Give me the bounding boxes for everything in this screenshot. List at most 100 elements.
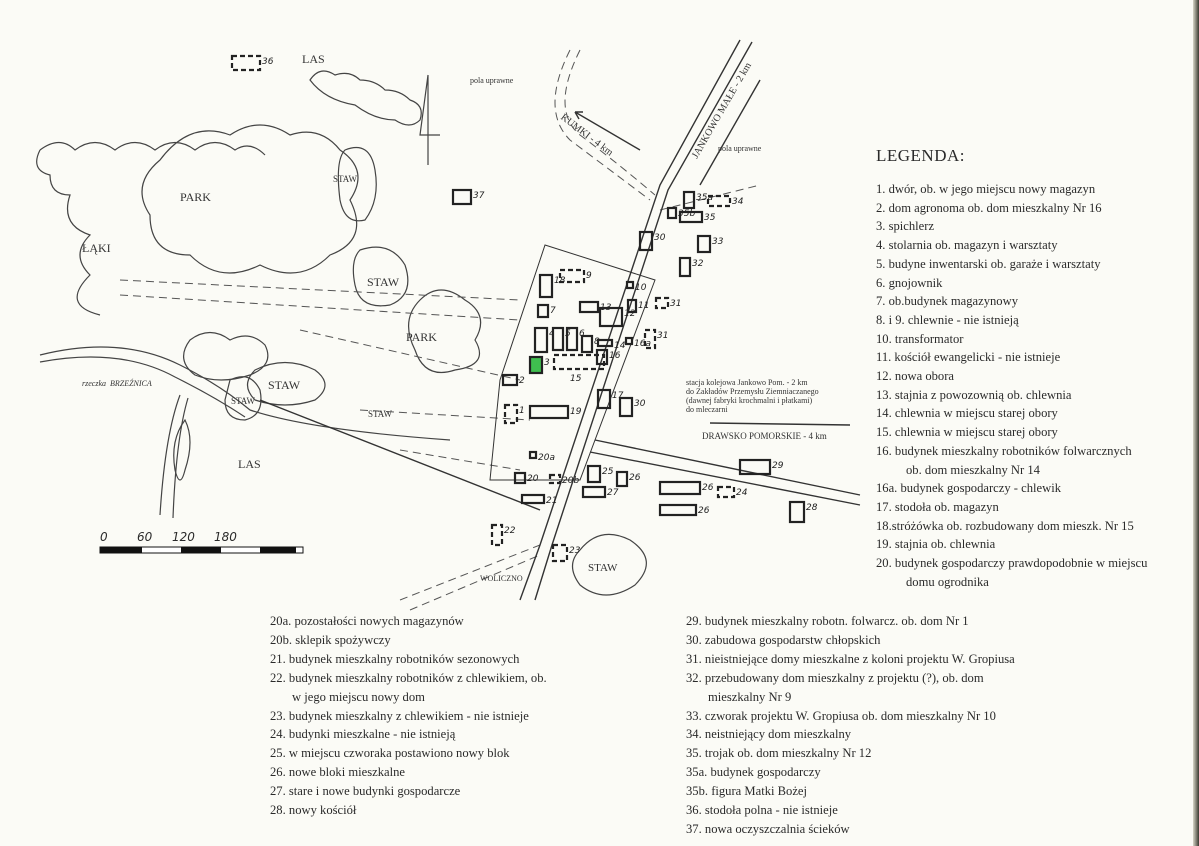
legend-item: 21. budynek mieszkalny robotników sezono… — [270, 650, 547, 669]
legend-item-text: 12. nowa obora — [876, 369, 954, 384]
legend-item: 11. kościół ewangelicki - nie istnieje — [876, 348, 1147, 367]
forest-strip-north — [309, 70, 422, 126]
station-note-line: do mleczarni — [686, 405, 728, 414]
building-12 — [598, 306, 624, 328]
building-30 — [638, 230, 654, 252]
legend-item-text: 13. stajnia z powozownią ob. chlewnia — [876, 387, 1072, 402]
legend-item: 30. zabudowa gospodarstw chłopskich — [686, 631, 1015, 650]
legend-item: 8. i 9. chlewnie - nie istnieją — [876, 311, 1147, 330]
legend-item-text: 33. czworak projektu W. Gropiusa ob. dom… — [686, 708, 996, 723]
legend-item-text: 19. stajnia ob. chlewnia — [876, 537, 996, 552]
legend-item-text: 16a. budynek gospodarczy - chlewik — [876, 481, 1062, 496]
legend-item: 34. neistniejący dom mieszkalny — [686, 725, 1015, 744]
legend-item-text: 23. budynek mieszkalny z chlewikiem - ni… — [270, 708, 529, 723]
building-28 — [788, 500, 806, 524]
building-label: 31 — [657, 331, 668, 341]
building-label: 10 — [635, 283, 647, 293]
legend-item: 10. transformator — [876, 330, 1147, 349]
building-37 — [451, 188, 473, 206]
legend-item: 35a. budynek gospodarczy — [686, 763, 1015, 782]
legend-item: 32. przebudowany dom mieszkalny z projek… — [686, 669, 1015, 707]
legend-item: 27. stare i nowe budynki gospodarcze — [270, 782, 547, 801]
legend-item-text: 20. budynek gospodarczy prawdopodobnie w… — [876, 556, 1148, 571]
label-staw-3: STAW — [268, 378, 301, 392]
building-label: 25 — [602, 467, 614, 477]
legend-item-text: 22. budynek mieszkalny robotników z chle… — [270, 670, 547, 685]
legend-item-text: 17. stodoła ob. magazyn — [876, 499, 999, 514]
legend-item: 4. stolarnia ob. magazyn i warsztaty — [876, 236, 1147, 255]
label-river: rzeczka BRZEŹNICA — [82, 379, 152, 388]
legend-item-text: 2. dom agronoma ob. dom mieszkalny Nr 16 — [876, 200, 1102, 215]
building-label: 1 — [519, 406, 525, 416]
legend-item-text: 35a. budynek gospodarczy — [686, 765, 821, 780]
building-7 — [536, 303, 550, 319]
building-label: 15 — [570, 374, 582, 384]
scale-segment — [260, 547, 296, 553]
legend-item: 18.stróżówka ob. rozbudowany dom mieszk.… — [876, 517, 1147, 536]
building-label: 17 — [612, 391, 624, 401]
legend-item: 12. nowa obora — [876, 367, 1147, 386]
building-16a — [624, 336, 634, 346]
building-label: 14 — [614, 341, 626, 351]
building-label: 34 — [732, 197, 744, 207]
building-35b — [666, 206, 678, 220]
building-16 — [595, 348, 609, 366]
farm-yard-fence — [489, 244, 656, 481]
jankowo-arrow — [699, 79, 761, 186]
legend-item-text: 21. budynek mieszkalny robotników sezono… — [270, 651, 520, 666]
building-9 — [558, 268, 586, 284]
building-label: 35 — [704, 213, 716, 223]
legend-item-text: 35. trojak ob. dom mieszkalny Nr 12 — [686, 746, 872, 761]
legend-item-text: 8. i 9. chlewnie - nie istnieją — [876, 312, 1019, 327]
legend-item: 6. gnojownik — [876, 274, 1147, 293]
building-35a — [682, 190, 696, 210]
building-1 — [503, 403, 519, 425]
label-staw-5: STAW — [368, 409, 393, 419]
field-paths — [119, 184, 761, 471]
legend-item: 24. budynki mieszkalne - nie istnieją — [270, 725, 547, 744]
label-pola-east: pola uprawne — [718, 144, 762, 153]
legend-item-text: 6. gnojownik — [876, 275, 943, 290]
legend-item-text: 30. zabudowa gospodarstw chłopskich — [686, 632, 881, 647]
kumki-arrow — [574, 111, 641, 151]
building-label: 20 — [527, 474, 539, 484]
scale-bar — [99, 546, 304, 554]
building-34 — [706, 194, 732, 208]
park-tree-area — [141, 124, 359, 274]
building-29 — [738, 458, 772, 476]
legend-item-text: 26. nowe bloki mieszkalne — [270, 765, 406, 780]
legend-item-text: 28. nowy kościół — [270, 803, 357, 818]
scale-tick-180: 180 — [214, 530, 237, 544]
legend-item: 1. dwór, ob. w jego miejscu nowy magazyn — [876, 180, 1147, 199]
label-staw-4: STAW — [231, 396, 256, 406]
building-label: 24 — [736, 488, 748, 498]
scale-segment — [100, 547, 142, 553]
scale-tick-0: 0 — [100, 530, 108, 544]
building-2 — [501, 373, 519, 387]
staw-2-pond — [352, 246, 409, 307]
legend-item-text: 34. neistniejący dom mieszkalny — [686, 727, 852, 742]
building-label: 20a — [538, 453, 555, 463]
forest-south-west — [173, 418, 191, 481]
staw-1-pond — [337, 146, 377, 222]
label-staw-south: STAW — [588, 562, 618, 574]
label-woliczno: WOLICZNO — [480, 574, 523, 583]
building-label: 11 — [638, 301, 649, 311]
building-label: 31 — [670, 299, 681, 309]
north-arrow — [419, 74, 440, 165]
road-woliczno — [399, 544, 541, 611]
legend-item-text: 35b. figura Matki Bożej — [686, 784, 808, 799]
building-27 — [581, 485, 607, 499]
legend-item: 33. czworak projektu W. Gropiusa ob. dom… — [686, 707, 1015, 726]
building-36 — [230, 54, 262, 72]
legend-item-text: 32. przebudowany dom mieszkalny z projek… — [686, 670, 984, 685]
legend-item: 2. dom agronoma ob. dom mieszkalny Nr 16 — [876, 199, 1147, 218]
road-drawsko — [589, 439, 861, 506]
legend-item-text: 16. budynek mieszkalny robotników folwar… — [876, 443, 1132, 458]
building-label: 18 — [554, 276, 566, 286]
label-park-center: PARK — [406, 330, 437, 344]
legend-item: 5. budyne inwentarski ob. garaże i warsz… — [876, 255, 1147, 274]
legend-item: 22. budynek mieszkalny robotników z chle… — [270, 669, 547, 707]
